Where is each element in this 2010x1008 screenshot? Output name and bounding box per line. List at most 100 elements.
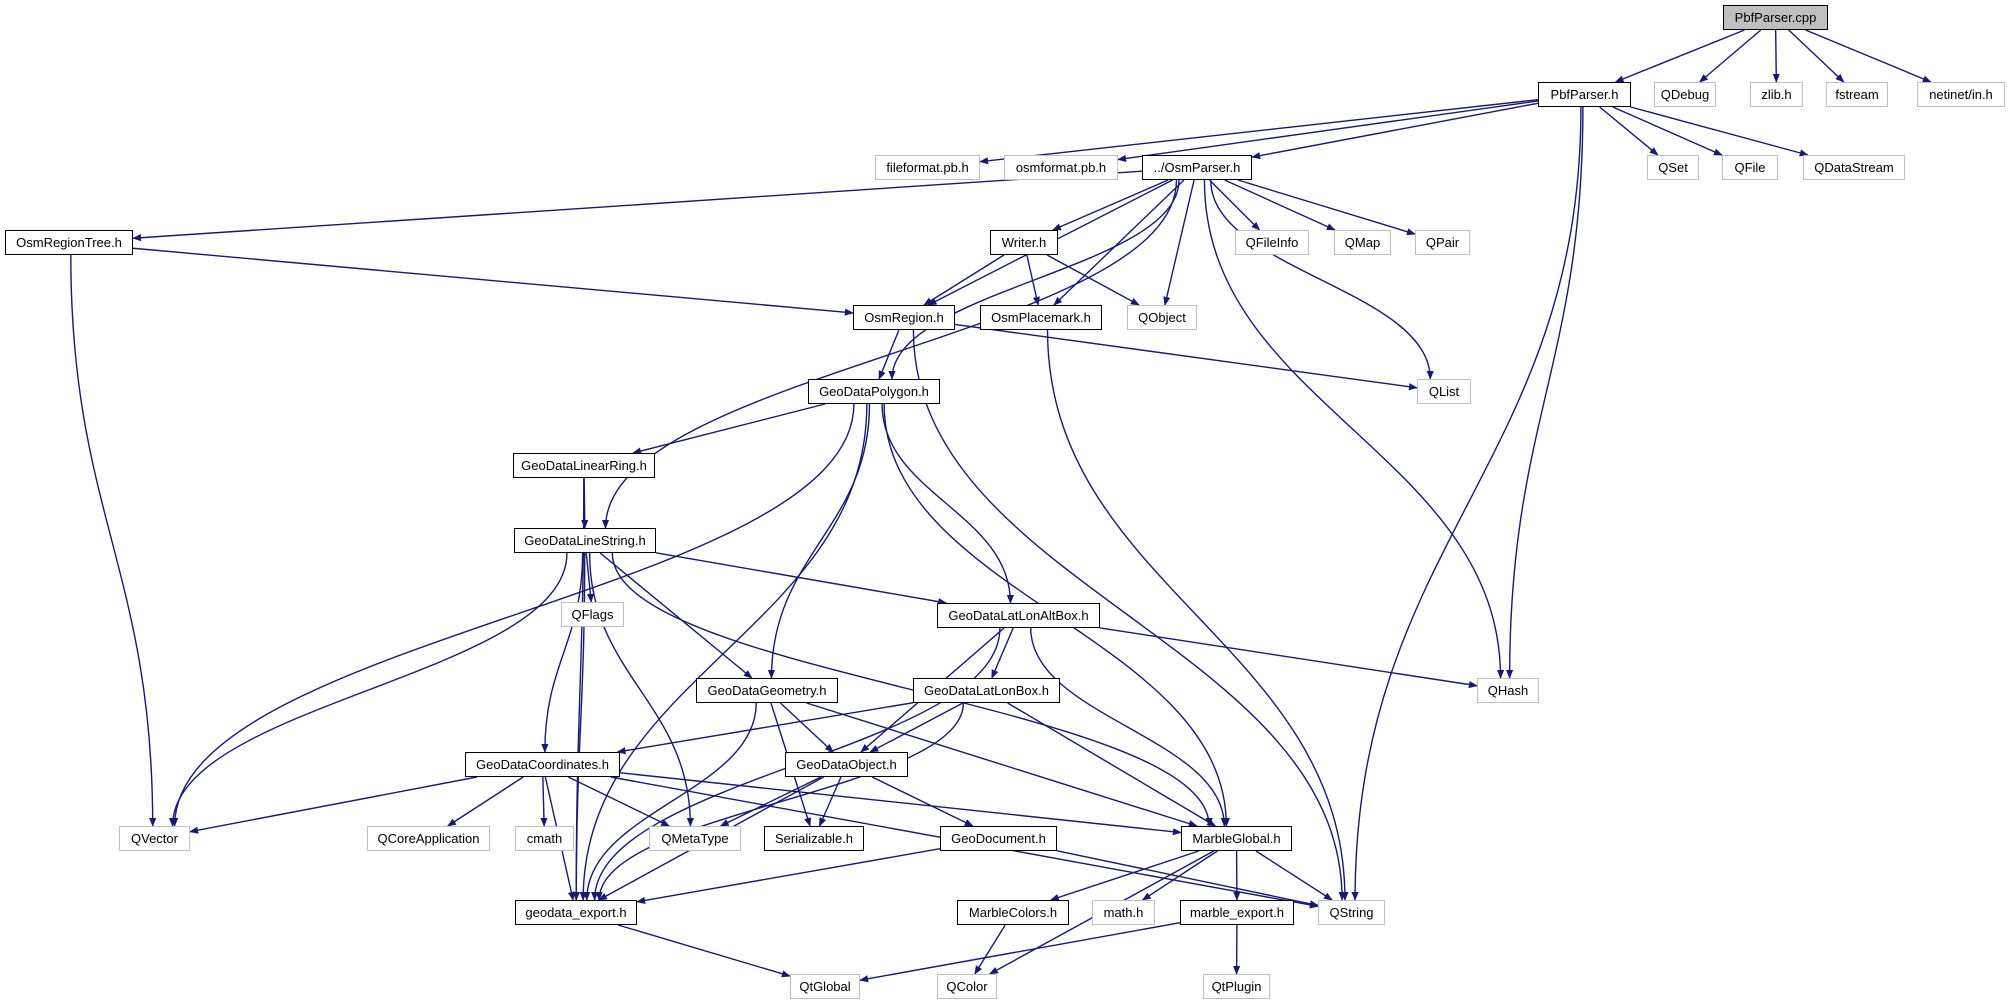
edge-marblecolors-to-qcolor (974, 924, 1006, 975)
edge-polygon-to-linearring (632, 403, 826, 455)
edge-linestring-to-marbleglobal (611, 552, 1213, 827)
node-qset[interactable]: QSet (1647, 155, 1699, 180)
node-qfile[interactable]: QFile (1722, 155, 1778, 180)
node-serializable[interactable]: Serializable.h (764, 826, 864, 851)
edge-pbfcpp-to-netinet (1805, 29, 1932, 83)
node-latlonbox[interactable]: GeoDataLatLonBox.h (913, 678, 1060, 703)
edge-osmparser-to-qfileinfo (1209, 179, 1261, 231)
edge-osmparser-to-qhash (1203, 179, 1505, 679)
edge-latlonbox-to-coordinates (616, 702, 914, 755)
node-geodataexport[interactable]: geodata_export.h (515, 900, 637, 925)
edge-osmregiontree-to-qvector (70, 254, 157, 827)
node-osmformat[interactable]: osmformat.pb.h (1004, 155, 1118, 180)
edge-pbfh-to-qset (1599, 106, 1659, 156)
edge-pbfh-to-qhash (1506, 106, 1584, 679)
node-qstring[interactable]: QString (1318, 900, 1385, 925)
node-polygon[interactable]: GeoDataPolygon.h (808, 379, 940, 404)
edge-linestring-to-qvector (168, 552, 568, 827)
edge-latlonaltbox-to-qhash (1099, 627, 1478, 689)
edge-linestring-to-qflags (585, 552, 594, 603)
edge-osmregion-to-polygon (878, 329, 900, 380)
node-qvector[interactable]: QVector (119, 826, 190, 851)
node-qlist[interactable]: QList (1417, 379, 1471, 404)
node-qmetatype[interactable]: QMetaType (649, 826, 741, 851)
edge-osmparser-to-polygon (888, 179, 1180, 380)
edge-writer-to-osmplacemark (1026, 254, 1040, 306)
node-linestring[interactable]: GeoDataLineString.h (514, 528, 656, 553)
node-qtplugin[interactable]: QtPlugin (1203, 974, 1270, 999)
edge-pbfh-to-qdatastream (1630, 106, 1809, 157)
edge-pbfcpp-to-pbfh (1614, 29, 1745, 83)
node-geodocument[interactable]: GeoDocument.h (940, 826, 1057, 851)
node-qdebug[interactable]: QDebug (1654, 82, 1716, 107)
edge-osmparser-to-osmplacemark (1053, 179, 1185, 306)
edge-linestring-to-geometry (599, 552, 753, 679)
edge-coordinates-to-cmath (540, 776, 548, 827)
node-geometry[interactable]: GeoDataGeometry.h (696, 678, 838, 703)
node-qtglobal[interactable]: QtGlobal (790, 974, 860, 999)
edge-latlonbox-to-geoobject (869, 702, 964, 753)
edge-osmparser-to-writer (1052, 179, 1169, 231)
node-marbleglobal[interactable]: MarbleGlobal.h (1181, 826, 1292, 851)
node-zlib[interactable]: zlib.h (1750, 82, 1803, 107)
edge-geometry-to-geodataexport (583, 702, 757, 901)
edge-marbleglobal-to-marblecolors (1049, 850, 1199, 901)
edge-osmplacemark-to-qstring (1046, 329, 1349, 901)
node-writer[interactable]: Writer.h (990, 230, 1058, 255)
edge-pbfcpp-to-qdebug (1699, 29, 1762, 83)
edge-writer-to-qobject (1046, 254, 1140, 306)
node-fstream[interactable]: fstream (1826, 82, 1888, 107)
edge-latlonaltbox-to-latlonbox (991, 627, 1014, 679)
node-cmath[interactable]: cmath (515, 826, 574, 851)
edge-geoobject-to-serializable (818, 776, 842, 827)
node-osmregion[interactable]: OsmRegion.h (853, 305, 955, 330)
node-qdatastream[interactable]: QDataStream (1803, 155, 1905, 180)
edge-geometry-to-marbleglobal (806, 702, 1198, 827)
node-qcoreapp[interactable]: QCoreApplication (367, 826, 490, 851)
node-qmap[interactable]: QMap (1334, 230, 1391, 255)
edge-pbfh-to-osmformat (1117, 100, 1539, 162)
node-qflags[interactable]: QFlags (561, 602, 624, 627)
edge-polygon-to-geodataexport (579, 403, 868, 901)
edge-osmparser-to-osmregiontree (132, 170, 1143, 242)
node-marblecolors[interactable]: MarbleColors.h (957, 900, 1069, 925)
edge-osmregion-to-qstring (912, 329, 1346, 901)
node-qpair[interactable]: QPair (1415, 230, 1470, 255)
node-qcolor[interactable]: QColor (937, 974, 997, 999)
node-osmplacemark[interactable]: OsmPlacemark.h (980, 305, 1102, 330)
edge-marbleglobal-to-mathh (1141, 850, 1218, 901)
edge-linestring-to-latlonaltbox (655, 552, 948, 606)
edge-geoobject-to-qmetatype (719, 776, 822, 827)
edge-coordinates-to-qcoreapp (447, 776, 524, 827)
node-osmparser[interactable]: ../OsmParser.h (1142, 155, 1252, 180)
edge-polygon-to-qvector (171, 403, 855, 827)
node-osmregiontree[interactable]: OsmRegionTree.h (5, 230, 133, 255)
edge-geodataexport-to-qtglobal (617, 924, 791, 978)
edge-writer-to-osmregion (923, 254, 1005, 306)
edge-pbfh-to-qstring (1351, 106, 1582, 901)
node-mathh[interactable]: math.h (1092, 900, 1155, 925)
edge-pbfh-to-qfile (1612, 106, 1723, 156)
node-geoobject[interactable]: GeoDataObject.h (785, 752, 908, 777)
node-coordinates[interactable]: GeoDataCoordinates.h (465, 752, 620, 777)
node-latlonaltbox[interactable]: GeoDataLatLonAltBox.h (937, 603, 1100, 628)
node-qhash[interactable]: QHash (1477, 678, 1539, 703)
edge-geodocument-to-qstring (1056, 850, 1319, 908)
edge-latlonbox-to-marbleglobal (1007, 702, 1217, 827)
edge-osmregion-to-qlist (954, 323, 1418, 391)
edge-osmregiontree-to-osmregion (132, 247, 854, 316)
node-qobject[interactable]: QObject (1127, 305, 1197, 330)
node-fileformat[interactable]: fileformat.pb.h (875, 155, 980, 180)
edge-coordinates-to-marbleglobal (619, 772, 1182, 836)
node-linearring[interactable]: GeoDataLinearRing.h (513, 453, 655, 478)
node-qfileinfo[interactable]: QFileInfo (1235, 230, 1309, 255)
edge-linestring-to-qmetatype (588, 552, 694, 827)
edge-coordinates-to-qvector (189, 776, 478, 834)
edge-latlonbox-to-geodataexport (595, 702, 965, 901)
node-pbfh[interactable]: PbfParser.h (1538, 82, 1631, 107)
node-marbleexport[interactable]: marble_export.h (1180, 900, 1294, 925)
edge-osmparser-to-qpair (1237, 179, 1416, 236)
node-pbfcpp[interactable]: PbfParser.cpp (1723, 5, 1828, 30)
node-netinet[interactable]: netinet/in.h (1917, 82, 2005, 107)
